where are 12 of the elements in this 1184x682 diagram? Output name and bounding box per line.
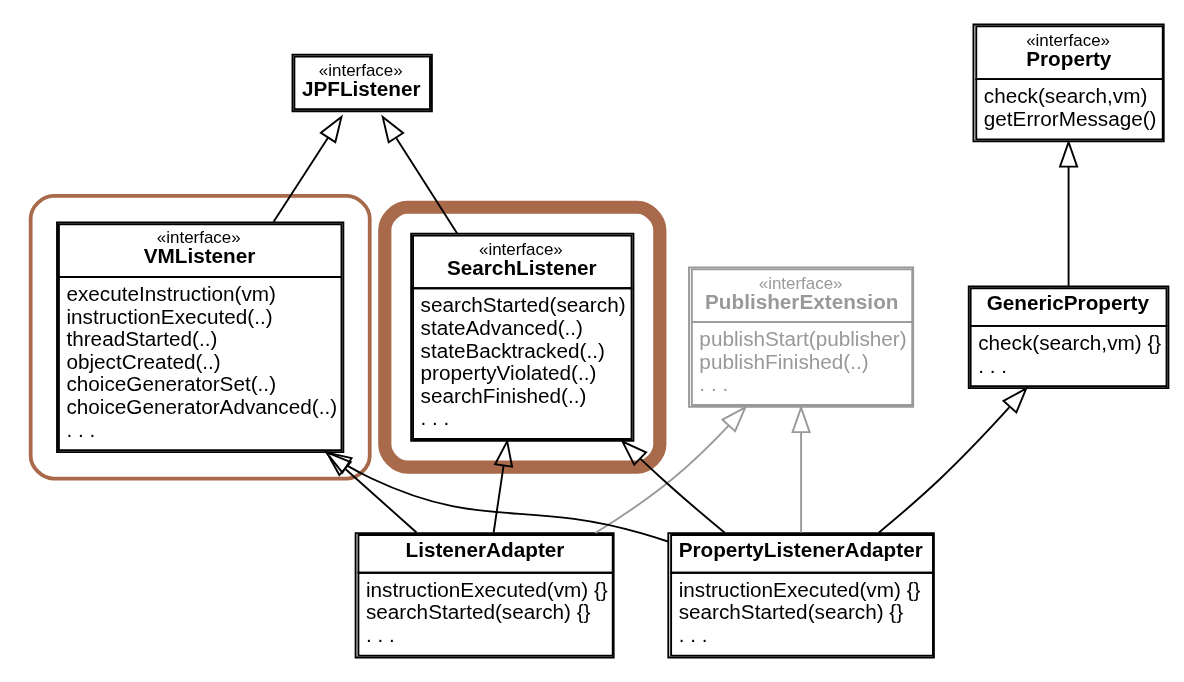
arrow <box>594 405 748 534</box>
arrow <box>492 438 514 534</box>
arrow <box>1058 139 1079 287</box>
arrow <box>324 450 418 534</box>
arrow <box>381 114 459 235</box>
arrow <box>791 404 811 534</box>
arrow <box>272 114 343 223</box>
cluster <box>28 194 372 481</box>
arrow <box>323 450 669 543</box>
cluster <box>378 200 667 474</box>
arrow <box>620 439 726 534</box>
arrow <box>877 386 1029 534</box>
